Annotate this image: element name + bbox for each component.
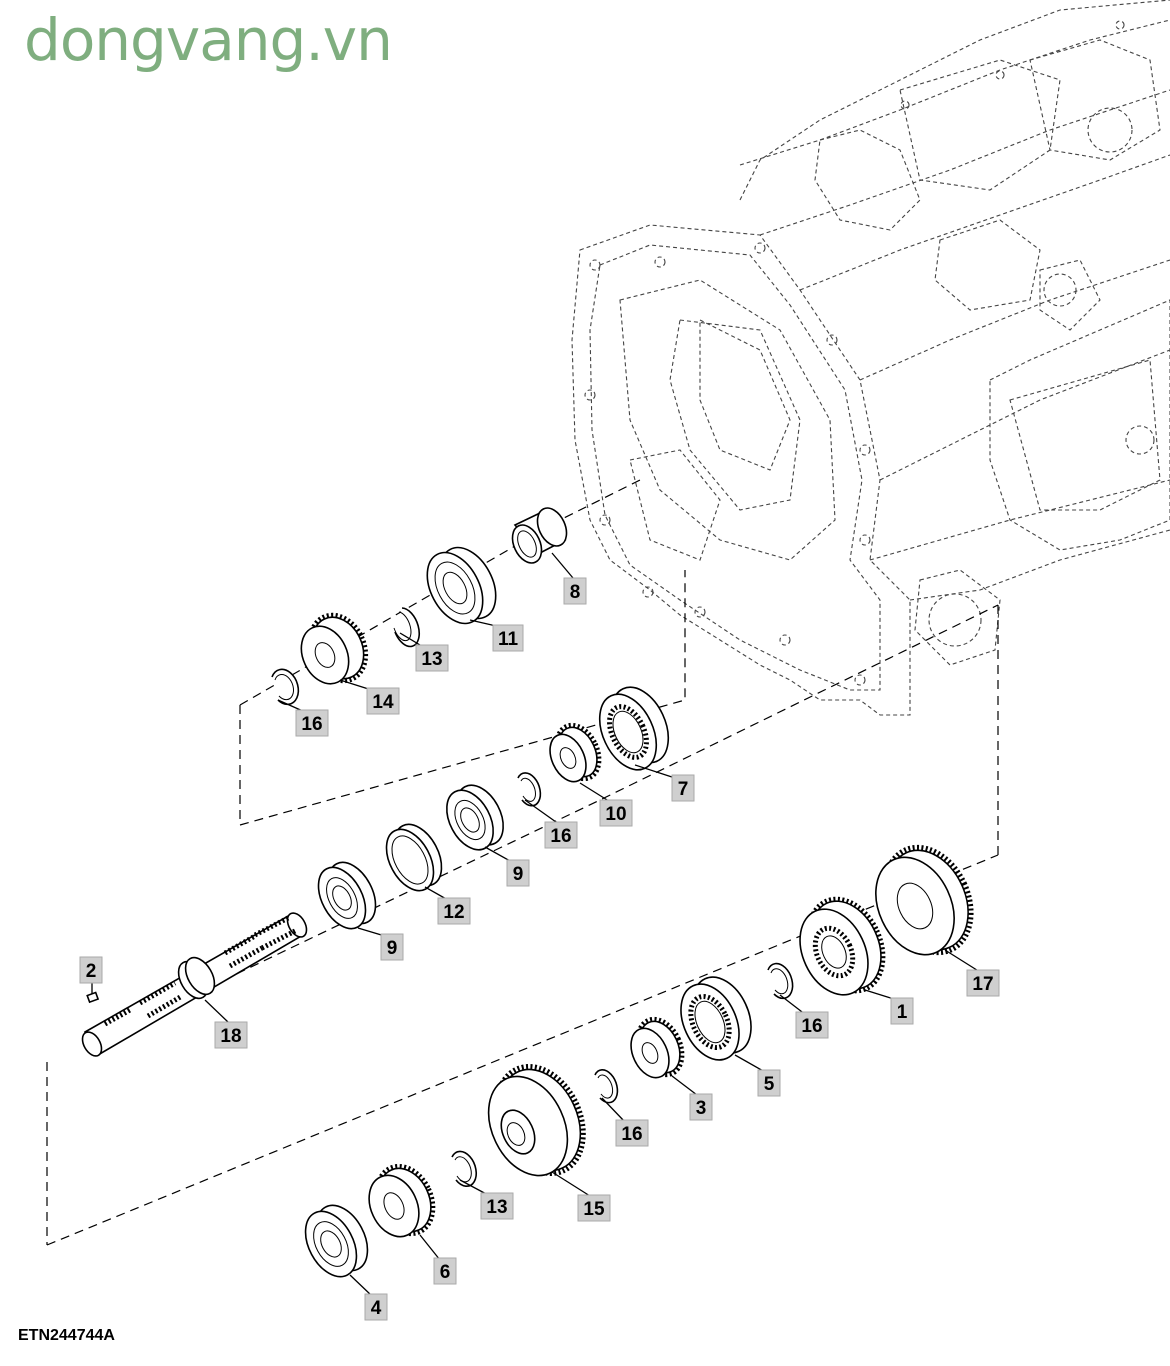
part-14-gear <box>300 612 369 685</box>
transmission-housing <box>571 0 1170 716</box>
svg-text:15: 15 <box>583 1199 605 1220</box>
callout-13-upper: 13 <box>415 644 449 672</box>
part-2-pin <box>86 991 100 1004</box>
svg-text:7: 7 <box>678 779 689 800</box>
part-17-gear <box>875 844 974 956</box>
callout-17: 17 <box>966 969 1000 997</box>
svg-text:13: 13 <box>421 649 442 670</box>
leader-lines <box>91 552 981 1297</box>
part-1-gear <box>799 896 886 996</box>
svg-text:8: 8 <box>570 582 581 603</box>
callout-16-b: 16 <box>544 821 578 849</box>
part-16-snap-ring-c <box>767 962 794 1000</box>
svg-text:16: 16 <box>801 1016 822 1037</box>
figure-code: ETN244744A <box>18 1327 115 1344</box>
svg-text:18: 18 <box>220 1026 241 1047</box>
part-13-snap-ring-lower <box>451 1150 477 1187</box>
callout-6: 6 <box>433 1257 457 1285</box>
callout-9-lower: 9 <box>380 933 404 961</box>
svg-text:13: 13 <box>486 1197 507 1218</box>
svg-text:14: 14 <box>372 692 394 713</box>
callout-12: 12 <box>437 897 471 925</box>
part-9-bearing-lower <box>317 861 377 930</box>
part-10-hub <box>549 722 602 783</box>
svg-text:9: 9 <box>387 938 398 959</box>
svg-text:5: 5 <box>764 1074 775 1095</box>
callout-11: 11 <box>492 624 524 652</box>
callout-5: 5 <box>757 1069 781 1097</box>
part-9-bearing-upper <box>446 784 504 851</box>
part-5-collar <box>680 976 752 1061</box>
callout-16-c: 16 <box>795 1011 829 1039</box>
part-6-gear <box>368 1163 436 1238</box>
svg-text:9: 9 <box>513 864 524 885</box>
part-4-bearing <box>304 1204 369 1278</box>
part-7-collar <box>598 686 670 771</box>
part-3-hub <box>630 1016 685 1079</box>
callout-3: 3 <box>689 1093 713 1121</box>
watermark: dongvang.vn <box>24 6 393 74</box>
svg-text:10: 10 <box>605 804 626 825</box>
part-16-snap-ring-b <box>517 772 542 807</box>
callout-10: 10 <box>599 799 633 827</box>
svg-text:11: 11 <box>498 629 519 650</box>
callout-15: 15 <box>577 1194 611 1222</box>
part-11-bearing <box>426 546 497 625</box>
part-18-shaft <box>81 912 308 1057</box>
svg-text:12: 12 <box>443 902 464 923</box>
callout-4: 4 <box>364 1293 388 1321</box>
part-16-snap-ring-d <box>594 1069 619 1104</box>
svg-text:16: 16 <box>621 1124 642 1145</box>
callout-9-upper: 9 <box>506 859 530 887</box>
svg-text:6: 6 <box>440 1262 451 1283</box>
svg-text:17: 17 <box>972 974 993 995</box>
callout-2: 2 <box>79 956 103 984</box>
callout-18: 18 <box>214 1021 248 1049</box>
part-15-gear <box>487 1064 586 1177</box>
callout-7: 7 <box>671 774 695 802</box>
callout-16-d: 16 <box>615 1119 649 1147</box>
callout-16-a: 16 <box>295 709 329 737</box>
part-8-bushing <box>511 507 568 564</box>
svg-text:4: 4 <box>371 1298 382 1319</box>
callout-13-lower: 13 <box>480 1192 514 1220</box>
svg-text:2: 2 <box>86 961 97 982</box>
part-13-snap-ring-upper <box>393 607 421 648</box>
part-12-spacer <box>385 823 443 892</box>
svg-text:16: 16 <box>301 714 322 735</box>
svg-text:1: 1 <box>897 1002 908 1023</box>
part-16-snap-ring-a <box>271 668 300 706</box>
svg-text:16: 16 <box>550 826 571 847</box>
svg-text:3: 3 <box>696 1098 707 1119</box>
callout-8: 8 <box>563 577 587 605</box>
callout-1: 1 <box>890 997 914 1025</box>
callout-14: 14 <box>366 687 400 715</box>
